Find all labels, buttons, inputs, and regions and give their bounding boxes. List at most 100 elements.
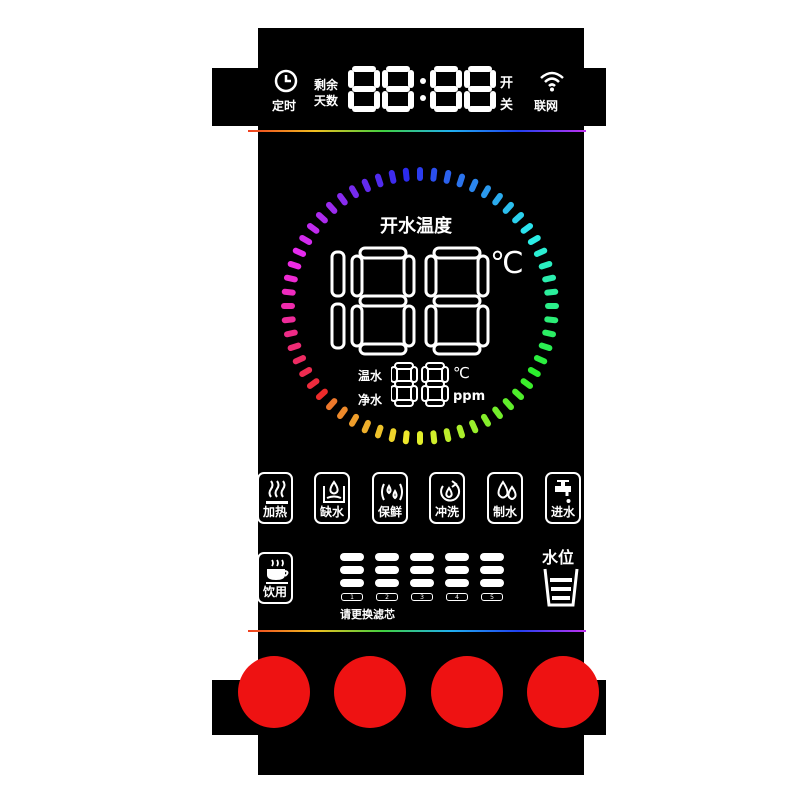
filter-5-bar-3	[480, 579, 504, 587]
ring-tick	[544, 316, 559, 324]
ring-tick	[542, 329, 557, 338]
inlet-label: 进水	[550, 505, 575, 519]
ring-tick	[315, 388, 328, 401]
heating-label: 加热	[262, 505, 287, 519]
ring-tick	[538, 260, 553, 270]
panel-main	[258, 126, 584, 696]
ring-tick	[502, 201, 515, 214]
top-divider	[248, 130, 586, 132]
panel-top-tab	[258, 28, 584, 68]
ring-tick	[281, 316, 296, 324]
filter-3-bar-1	[410, 553, 434, 561]
ring-tick	[533, 355, 548, 365]
filter-1-bar-1	[340, 553, 364, 561]
ring-tick	[502, 398, 515, 411]
button-4[interactable]	[527, 656, 599, 728]
bottom-divider	[248, 630, 586, 632]
filter-bars: 1 2 3 4 5	[340, 553, 504, 603]
dial-title: 开水温度	[380, 216, 452, 237]
sub-temperature-unit: ℃	[453, 364, 470, 382]
ring-tick	[430, 430, 438, 445]
ring-tick	[388, 169, 397, 184]
ring-tick	[292, 247, 307, 257]
inlet-icon	[555, 480, 571, 503]
ring-tick	[388, 428, 397, 443]
ring-tick	[443, 169, 452, 184]
filter-4-bar-1	[445, 553, 469, 561]
ring-tick	[292, 355, 307, 365]
drinking-indicator: 饮用	[257, 552, 293, 604]
flush-label: 冲洗	[434, 505, 459, 519]
ring-tick	[481, 185, 491, 199]
ring-tick	[402, 430, 410, 445]
wifi-icon	[540, 71, 564, 92]
ring-tick	[520, 223, 534, 234]
fresh-label: 保鲜	[377, 505, 402, 519]
switch-on-label: 开	[500, 76, 514, 91]
button-3[interactable]	[431, 656, 503, 728]
clock-icon	[274, 69, 298, 93]
switch-off-label: 关	[500, 98, 514, 113]
filter-4-bar-2	[445, 566, 469, 574]
flush-indicator: 冲洗	[429, 472, 465, 524]
panel-bottom-tab	[258, 735, 584, 775]
filter-3-bar-3	[410, 579, 434, 587]
filter-3-bar-2	[410, 566, 434, 574]
water-level-label: 水位	[542, 548, 575, 567]
main-temperature-digits	[330, 246, 490, 356]
ring-tick	[542, 274, 557, 283]
ring-tick	[281, 288, 296, 296]
drinking-label: 饮用	[262, 585, 287, 599]
ring-tick	[492, 406, 503, 420]
low-water-indicator: 缺水	[314, 472, 350, 524]
ring-tick	[417, 431, 423, 445]
flush-icon	[440, 480, 461, 502]
ring-tick	[315, 211, 328, 224]
button-2[interactable]	[334, 656, 406, 728]
filter-2-bar-2	[375, 566, 399, 574]
filter-5-number: 5	[481, 593, 503, 601]
ring-tick	[527, 367, 541, 377]
filter-1-number: 1	[341, 593, 363, 601]
ring-tick	[533, 247, 548, 257]
remaining-label-2: 天数	[314, 94, 339, 108]
timer-label: 定时	[272, 99, 297, 113]
ring-tick	[337, 192, 348, 206]
ring-tick	[512, 211, 525, 224]
ring-tick	[299, 367, 313, 377]
heating-icon	[266, 480, 288, 504]
ring-tick	[520, 378, 534, 389]
filter-2-bar-3	[375, 579, 399, 587]
ring-tick	[430, 167, 438, 182]
ring-tick	[544, 288, 559, 296]
warm-water-label: 温水	[358, 369, 383, 383]
ring-tick	[469, 419, 479, 434]
ring-tick	[538, 342, 553, 352]
button-1[interactable]	[238, 656, 310, 728]
make-water-label: 制水	[492, 505, 517, 519]
ring-tick	[456, 173, 466, 188]
ring-tick	[287, 260, 302, 270]
pure-water-label: 净水	[358, 393, 383, 407]
filter-5-bar-2	[480, 566, 504, 574]
ring-tick	[545, 303, 559, 309]
make-water-indicator: 制水	[487, 472, 523, 524]
low-water-icon	[323, 480, 345, 503]
sub-digits	[391, 362, 449, 407]
cup-icon	[266, 559, 289, 584]
ring-tick	[361, 178, 371, 193]
ring-tick	[481, 413, 491, 427]
make-water-icon	[497, 480, 517, 500]
filter-2-number: 2	[376, 593, 398, 601]
replace-filter-notice: 请更换滤芯	[340, 608, 395, 621]
filter-3-number: 3	[411, 593, 433, 601]
ring-tick	[374, 424, 384, 439]
ring-tick	[402, 167, 410, 182]
ring-tick	[283, 274, 298, 283]
ring-tick	[469, 178, 479, 193]
ring-tick	[325, 201, 338, 214]
ring-tick	[306, 378, 320, 389]
temperature-ring	[281, 167, 559, 445]
ring-tick	[287, 342, 302, 352]
filter-1-bar-3	[340, 579, 364, 587]
